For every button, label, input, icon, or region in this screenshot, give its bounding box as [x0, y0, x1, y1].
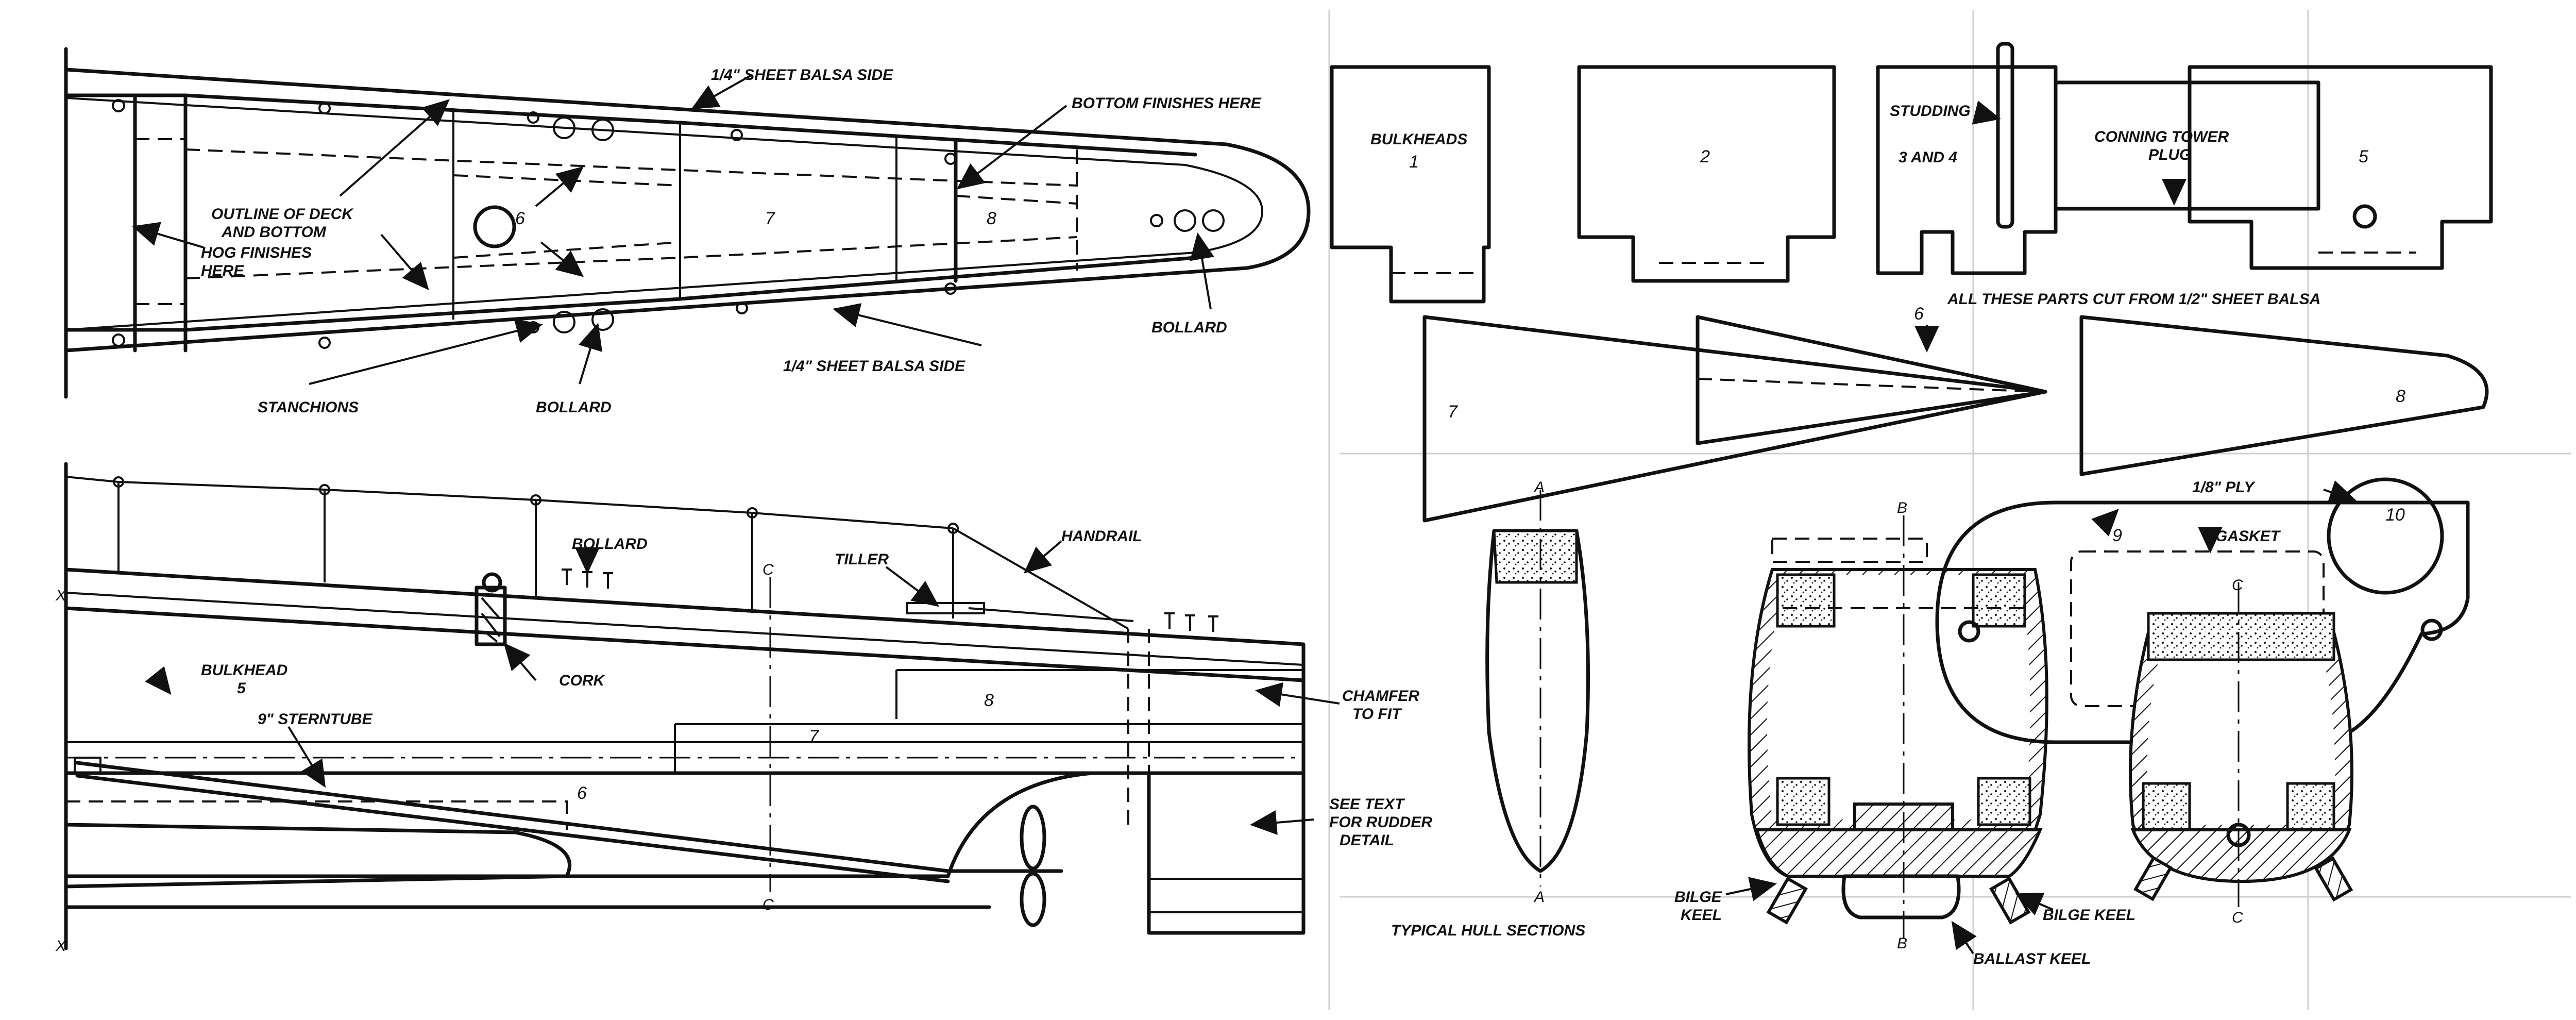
label-side-num-7: 7 [809, 727, 819, 746]
bulkhead-parts: BULKHEADS 1 2 STUDDING 3 AND 4 CONNING T… [1330, 42, 2493, 308]
label-bollard-right: BOLLARD [1151, 319, 1227, 336]
label-c-bottom-side: C [762, 896, 774, 913]
label-ballast-keel: BALLAST KEEL [1973, 950, 2091, 967]
label-see-text: SEE TEXT [1329, 796, 1405, 813]
label-num-9: 9 [2112, 526, 2122, 545]
label-chamfer: CHAMFER [1342, 688, 1419, 705]
label-bulkhead-num: 5 [237, 680, 246, 697]
label-bilge-keel-right: BILGE KEEL [2043, 907, 2136, 924]
label-conning-tower: CONNING TOWER [2094, 128, 2229, 145]
side-view: BOLLARD TILLER HANDRAIL BULKHEAD 5 9" ST… [55, 462, 1432, 955]
label-bollard-lower: BOLLARD [536, 399, 612, 416]
label-part-8: 8 [2396, 387, 2405, 406]
label-handrail: HANDRAIL [1061, 528, 1142, 545]
label-bollard-side: BOLLARD [572, 536, 648, 553]
label-outline-deck: OUTLINE OF DECK [211, 206, 354, 223]
label-num-8: 8 [987, 209, 996, 228]
label-bulkheads: BULKHEADS [1370, 131, 1467, 148]
label-num-10: 10 [2385, 505, 2405, 525]
label-to-fit: TO FIT [1352, 706, 1402, 723]
label-part-6: 6 [1914, 304, 1924, 324]
label-studding: STUDDING [1890, 103, 1971, 120]
label-num-7: 7 [765, 209, 775, 228]
label-bulkhead: BULKHEAD [201, 662, 287, 679]
hull-sections: A A B B C C TYPICAL HULL SECTIONS BILGE … [1391, 477, 2470, 967]
label-b-top: B [1897, 499, 1907, 516]
label-a-bottom: A [1533, 889, 1545, 906]
label-c-bottom-section: C [2232, 909, 2243, 926]
label-a-top: A [1533, 479, 1545, 496]
label-num-6: 6 [515, 209, 525, 228]
label-typical-hull-sections: TYPICAL HULL SECTIONS [1391, 922, 1585, 939]
label-bilge-keel-left-2: KEEL [1681, 907, 1722, 924]
label-c-top-side: C [762, 561, 774, 578]
label-side-num-6: 6 [577, 783, 587, 803]
plan-view: 1/4" SHEET BALSA SIDE BOTTOM FINISHES HE… [64, 47, 1311, 416]
label-stanchions: STANCHIONS [258, 399, 359, 416]
label-bh-2: 2 [1700, 147, 1710, 166]
label-sterntube: 9" STERNTUBE [258, 711, 373, 728]
label-cork: CORK [559, 672, 606, 689]
label-bh-1: 1 [1409, 152, 1419, 172]
label-bilge-keel-left-1: BILGE [1674, 889, 1722, 906]
label-part-7: 7 [1448, 402, 1458, 422]
label-bh-3-4: 3 AND 4 [1899, 149, 1957, 166]
label-for-rudder: FOR RUDDER [1329, 814, 1432, 831]
label-x-top: X [55, 587, 66, 604]
label-ply: 1/8" PLY [2192, 479, 2256, 496]
label-sheet-side-bottom: 1/4" SHEET BALSA SIDE [783, 358, 965, 375]
label-gasket: GASKET [2215, 528, 2281, 545]
taper-parts: 7 6 8 [1422, 304, 2489, 523]
label-c-top-section: C [2232, 577, 2243, 594]
label-bh-5: 5 [2359, 147, 2368, 166]
label-tiller: TILLER [835, 551, 889, 568]
label-hog-finishes: HOG FINISHES [201, 244, 312, 261]
label-here: HERE [201, 262, 244, 279]
label-and-bottom: AND BOTTOM [221, 224, 327, 241]
label-bottom-finishes: BOTTOM FINISHES HERE [1072, 95, 1262, 112]
label-sheet-side-top: 1/4" SHEET BALSA SIDE [711, 66, 893, 83]
label-detail: DETAIL [1340, 832, 1394, 849]
label-all-parts-note: ALL THESE PARTS CUT FROM 1/2" SHEET BALS… [1947, 291, 2320, 308]
label-b-bottom: B [1897, 935, 1907, 952]
label-side-num-8: 8 [984, 691, 994, 710]
label-x-bottom: X [55, 938, 66, 955]
label-plug: PLUG [2148, 146, 2191, 163]
